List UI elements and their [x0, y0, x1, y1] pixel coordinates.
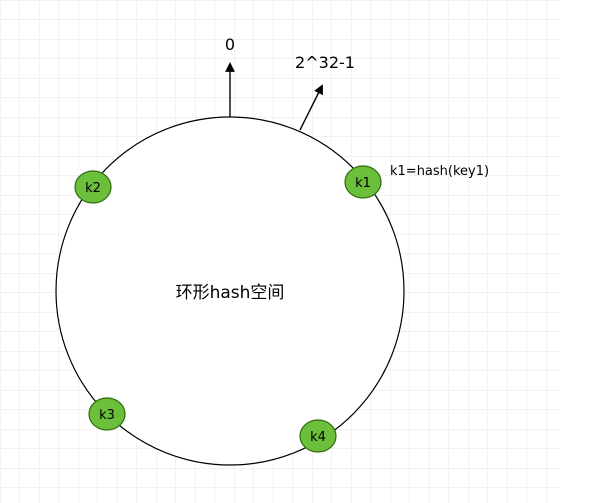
node-k1-label: k1 [355, 176, 371, 191]
node-k2: k2 [74, 170, 112, 204]
node-k3-circle [88, 397, 126, 431]
node-k2-label: k2 [85, 181, 101, 196]
ring-label: 环形hash空间 [176, 283, 285, 303]
node-k1: k1 [344, 165, 382, 199]
node-k4-circle [299, 419, 337, 453]
node-k4-label: k4 [310, 430, 326, 445]
node-k3: k3 [88, 397, 126, 431]
node-k4: k4 [299, 419, 337, 453]
max-arrow [299, 84, 323, 131]
hash-annotation: k1=hash(key1) [390, 164, 489, 179]
node-k1-circle [344, 165, 382, 199]
end-label: 2^32-1 [295, 53, 355, 72]
start-label: 0 [225, 35, 235, 54]
node-k3-label: k3 [99, 408, 115, 423]
node-k2-circle [74, 170, 112, 204]
